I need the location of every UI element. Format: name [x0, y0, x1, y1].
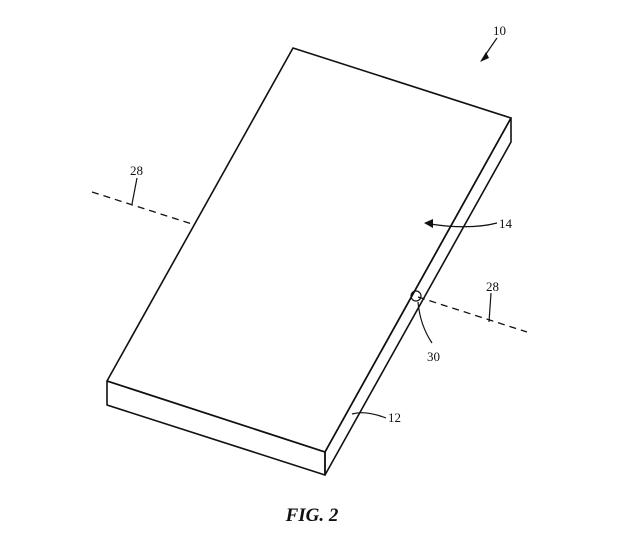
ref-label-display: 14 — [499, 216, 513, 231]
ref-label-device: 10 — [493, 23, 506, 38]
ref-label-hinge-point: 30 — [427, 349, 440, 364]
arrowhead-device — [480, 52, 489, 62]
leader-axis-right — [488, 292, 492, 323]
fold-axis-right — [417, 296, 528, 333]
device-front-edge — [106, 380, 326, 476]
device-right-edge — [324, 117, 512, 476]
leader-display — [429, 222, 498, 228]
leader-axis-left — [131, 177, 138, 205]
ref-label-housing: 12 — [388, 410, 401, 425]
ref-label-axis-right: 28 — [486, 279, 499, 294]
hinge-point-marker — [410, 290, 422, 302]
fold-axis-left — [91, 191, 193, 225]
leader-housing — [351, 412, 387, 419]
ref-label-axis-left: 28 — [130, 163, 143, 178]
figure-caption: FIG. 2 — [285, 505, 339, 526]
arrowhead-display — [424, 219, 433, 228]
leader-hinge-point — [417, 301, 433, 344]
